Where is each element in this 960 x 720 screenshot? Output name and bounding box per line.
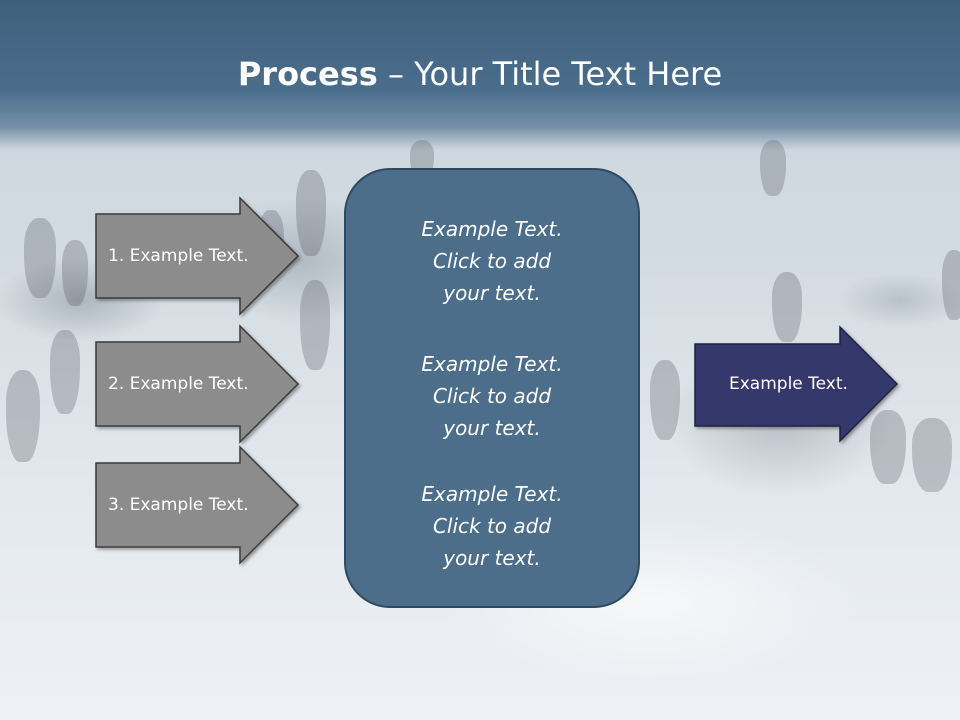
title-rest: – Your Title Text Here: [377, 55, 723, 93]
result-label: Example Text.: [729, 374, 848, 394]
penguin-silhouette: [24, 218, 56, 298]
penguin-silhouette: [772, 272, 802, 342]
penguin-silhouette: [50, 330, 80, 414]
step-label-1: 1. Example Text.: [108, 246, 249, 266]
penguin-silhouette: [942, 250, 960, 320]
penguin-silhouette: [62, 240, 88, 306]
step-label-2: 2. Example Text.: [108, 374, 249, 394]
penguin-silhouette: [650, 360, 680, 440]
center-paragraph-3: Example Text. Click to add your text.: [421, 482, 563, 570]
center-paragraph-1: Example Text. Click to add your text.: [421, 217, 563, 305]
penguin-silhouette: [870, 410, 906, 484]
penguin-silhouette: [300, 280, 330, 370]
penguin-silhouette: [912, 418, 952, 492]
step-arrow-1[interactable]: [95, 196, 300, 316]
penguin-silhouette: [6, 370, 40, 462]
step-arrow-2[interactable]: [95, 324, 300, 444]
penguin-silhouette: [296, 170, 326, 256]
result-arrow[interactable]: [694, 325, 899, 443]
center-paragraph-2: Example Text. Click to add your text.: [421, 352, 563, 440]
step-arrow-3[interactable]: [95, 445, 300, 565]
title-band: [0, 0, 960, 150]
slide-title: Process – Your Title Text Here: [0, 52, 960, 96]
step-label-3: 3. Example Text.: [108, 495, 249, 515]
title-bold: Process: [237, 55, 378, 93]
center-text-box[interactable]: [344, 168, 640, 608]
